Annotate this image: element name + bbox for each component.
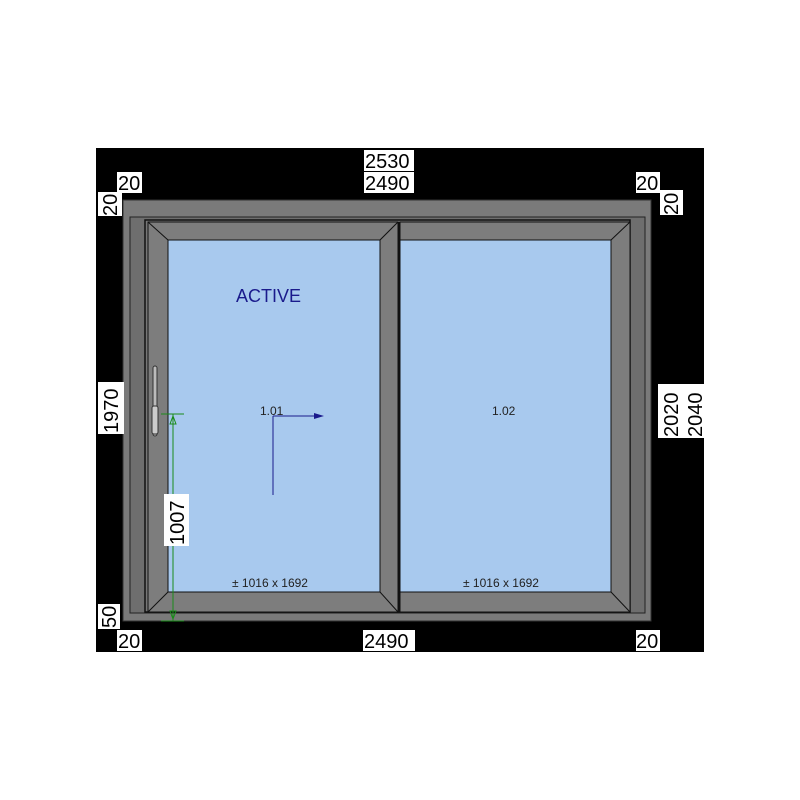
bottom-left-offset-v: 50 bbox=[99, 606, 121, 628]
panel-size-1: ± 1016 x 1692 bbox=[232, 576, 308, 590]
dimension-labels: 2530 2490 20 20 20 2490 20 20 20 1970 20… bbox=[98, 150, 707, 653]
slide-direction-arrow-icon bbox=[272, 413, 324, 495]
right-height-inner-label: 2020 bbox=[661, 393, 683, 438]
bottom-right-offset-h: 20 bbox=[636, 631, 658, 653]
top-right-offset-v: 20 bbox=[661, 193, 683, 215]
frame-width-bottom-label: 2490 bbox=[364, 631, 409, 653]
active-label: ACTIVE bbox=[236, 286, 301, 306]
overall-width-label: 2530 bbox=[365, 151, 410, 173]
top-right-offset-h: 20 bbox=[636, 173, 658, 195]
left-height-label: 1970 bbox=[101, 389, 123, 434]
panel-id-2: 1.02 bbox=[492, 404, 516, 418]
panel-size-2: ± 1016 x 1692 bbox=[463, 576, 539, 590]
frame-width-top-label: 2490 bbox=[365, 173, 410, 195]
glass-pane-2 bbox=[399, 239, 612, 593]
handle-icon bbox=[151, 365, 159, 437]
bottom-left-offset-h: 20 bbox=[118, 631, 140, 653]
top-left-offset-v: 20 bbox=[100, 194, 122, 216]
top-left-offset-h: 20 bbox=[118, 173, 140, 195]
right-height-outer-label: 2040 bbox=[685, 393, 707, 438]
panel-id-1: 1.01 bbox=[260, 404, 284, 418]
handle-height-label: 1007 bbox=[167, 501, 189, 546]
right-sash bbox=[399, 221, 631, 613]
